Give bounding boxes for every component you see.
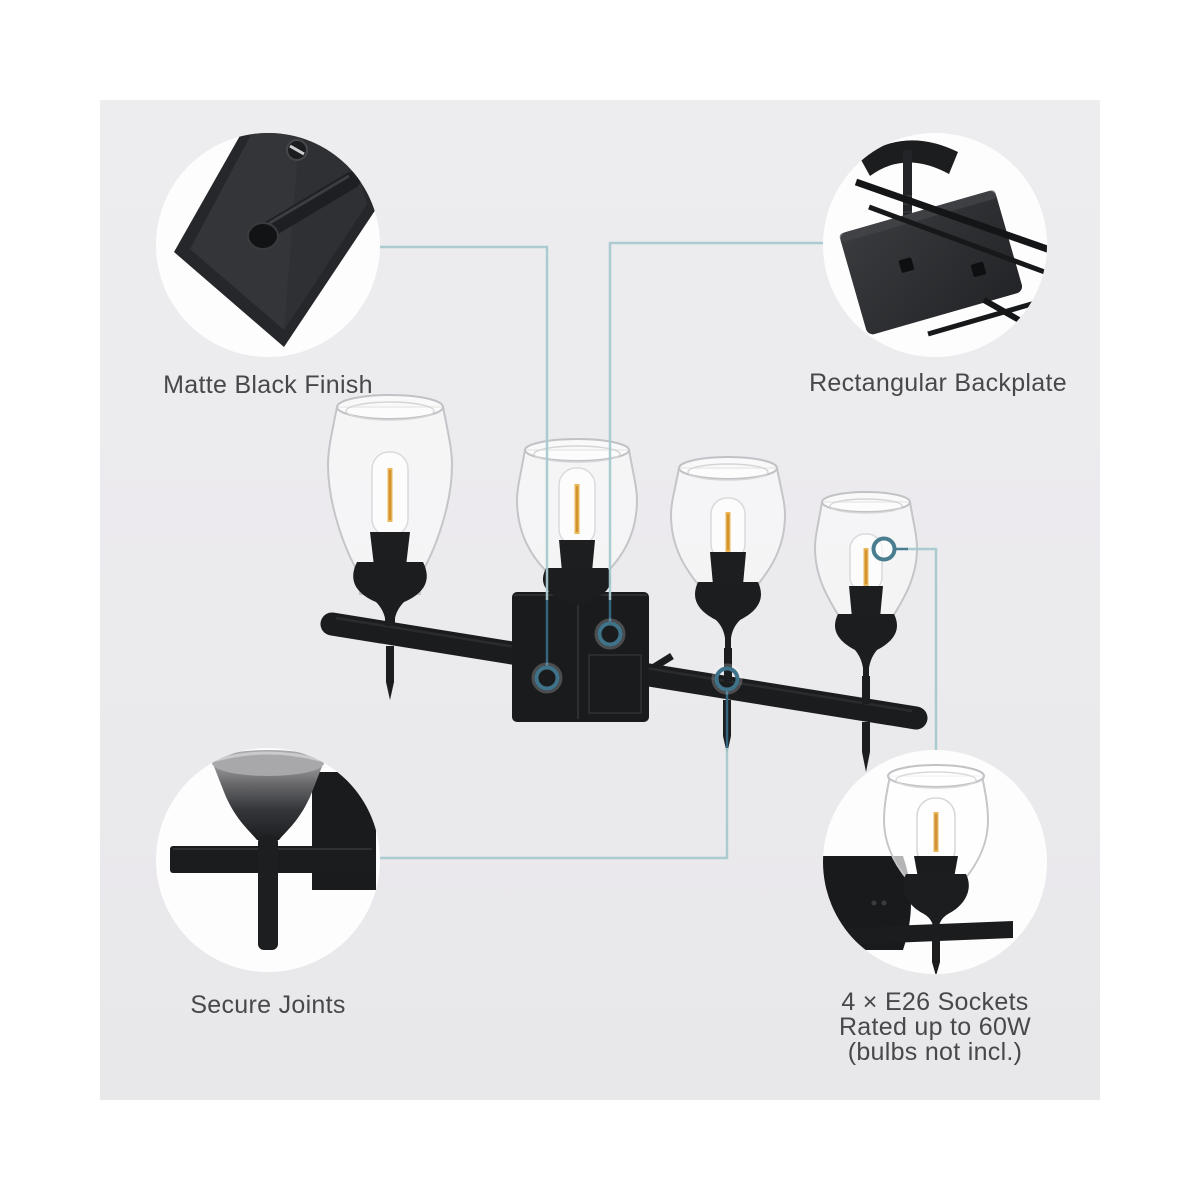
rectangular-backplate-photo <box>839 140 1047 339</box>
connector-backplate <box>608 241 823 600</box>
label-e26-line-2: Rated up to 60W <box>838 1013 1032 1041</box>
socket <box>370 532 410 566</box>
threaded-rod <box>903 150 912 232</box>
light-1 <box>326 394 454 700</box>
light-2 <box>515 438 639 605</box>
glass-rim <box>678 456 778 480</box>
label-e26-line-3: (bulbs not incl.) <box>847 1038 1023 1066</box>
label-e26-sockets: 4 × E26 Sockets Rated up to 60W (bulbs n… <box>839 990 1031 1065</box>
label-matte-black-finish: Matte Black Finish <box>163 371 373 399</box>
cup <box>834 614 898 680</box>
rod-collar <box>247 222 279 250</box>
backplate <box>512 592 649 722</box>
marker-sockets <box>871 536 897 562</box>
anchor-markers <box>531 536 897 695</box>
cup <box>695 582 761 652</box>
socket <box>710 552 746 585</box>
glass-rim <box>821 491 911 513</box>
connector-secure-joints <box>380 748 729 860</box>
marker-backplate <box>597 621 623 647</box>
bubble-secure-joints <box>156 748 380 972</box>
socket <box>849 586 883 618</box>
bubble-rectangular-backplate <box>823 133 1047 357</box>
stem <box>258 836 278 950</box>
bar-partial <box>840 921 1013 945</box>
vanity-light-fixture <box>320 394 928 772</box>
bubble-e26-sockets <box>823 750 1047 974</box>
label-rectangular-backplate: Rectangular Backplate <box>809 369 1067 397</box>
cup <box>542 568 612 605</box>
light-3 <box>669 456 787 754</box>
socket <box>559 540 595 572</box>
marker-secure-joints <box>714 666 740 692</box>
stem <box>862 676 870 704</box>
label-secure-joints: Secure Joints <box>190 991 346 1019</box>
cup <box>353 562 427 626</box>
connector-matte-black <box>380 245 549 600</box>
socket-cup <box>903 874 969 940</box>
light-4 <box>813 491 919 772</box>
bubble-matte-black-finish <box>156 133 380 357</box>
marker-matte-black <box>534 665 560 691</box>
finial <box>386 646 394 700</box>
joint-cup <box>213 764 323 840</box>
finial <box>862 722 870 772</box>
mounting-rod <box>256 171 361 241</box>
stem <box>724 648 732 682</box>
callout-connectors <box>380 241 938 860</box>
cross-rod <box>854 178 1047 254</box>
glass-rim <box>336 394 444 420</box>
cross-rod-2 <box>868 204 1047 277</box>
label-e26-line-1: 4 × E26 Sockets <box>841 988 1029 1016</box>
finial <box>932 938 940 974</box>
matte-black-finish-photo <box>174 133 380 347</box>
glass-rim <box>524 438 630 462</box>
connector-sockets <box>906 547 938 750</box>
e26-socket-photo <box>823 764 1013 974</box>
